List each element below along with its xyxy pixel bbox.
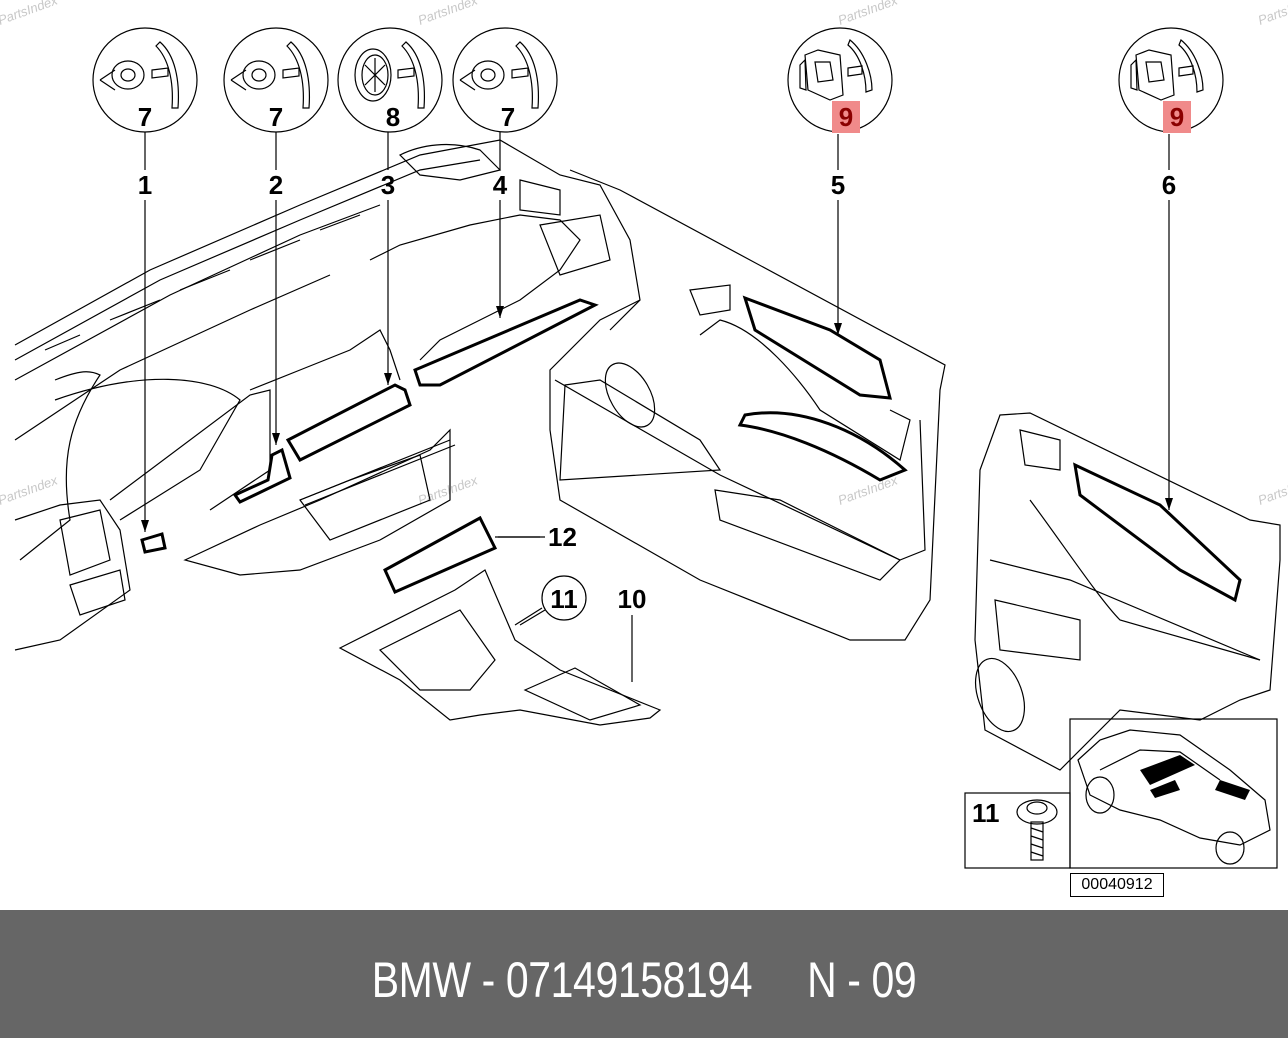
callout-number: 5 xyxy=(831,170,845,200)
dashboard-drawing xyxy=(14,139,641,651)
rear-door-panel-drawing xyxy=(974,412,1281,771)
car-overview-icon xyxy=(1077,729,1271,865)
detail-part-number: 7 xyxy=(501,102,515,132)
reference-number: 00040912 xyxy=(1070,873,1164,897)
detail-part-number: 9 xyxy=(839,102,853,132)
watermark: PartsIndex xyxy=(416,0,480,28)
part-number-caption: BMW - 07149158194 N - 09 xyxy=(371,952,917,1008)
watermark: PartsIndex xyxy=(1256,0,1288,28)
detail-part-number: 9 xyxy=(1170,102,1184,132)
detail-bubble-1[interactable]: 7 1 xyxy=(92,27,198,532)
watermark: PartsIndex xyxy=(0,0,60,28)
callout-number: 1 xyxy=(138,170,152,200)
highlight-marker xyxy=(1163,101,1191,133)
watermark: PartsIndex xyxy=(836,0,900,28)
detail-bubble-2[interactable]: 7 2 xyxy=(223,27,329,445)
clip-nut-icon xyxy=(459,41,540,109)
callout-11[interactable]: 11 xyxy=(514,575,587,626)
callout-number: 11 xyxy=(550,584,578,614)
center-console-drawing xyxy=(338,515,662,726)
detail-bubble-6[interactable]: 9 6 xyxy=(1118,27,1224,510)
watermark: PartsIndex xyxy=(0,472,60,508)
square-clip-icon xyxy=(799,39,873,101)
inset-screw-box: 11 xyxy=(964,792,1071,869)
callout-number: 12 xyxy=(548,522,577,552)
detail-bubble-5[interactable]: 9 5 xyxy=(787,27,893,335)
front-door-panel-drawing xyxy=(549,169,946,641)
callout-number: 3 xyxy=(381,170,395,200)
callout-12[interactable]: 12 xyxy=(498,522,577,552)
screw-icon xyxy=(1016,799,1058,861)
detail-part-number: 7 xyxy=(138,102,152,132)
clip-nut-icon xyxy=(230,41,311,109)
square-clip-icon xyxy=(1130,39,1204,101)
callout-number: 2 xyxy=(269,170,283,200)
round-clip-icon xyxy=(354,41,426,109)
callout-number: 6 xyxy=(1162,170,1176,200)
highlight-marker xyxy=(832,101,860,133)
callout-number: 10 xyxy=(618,584,647,614)
clip-nut-icon xyxy=(99,41,180,109)
watermark: PartsIndex xyxy=(1256,472,1288,508)
parts-diagram: PartsIndex PartsIndex PartsIndex PartsIn… xyxy=(0,0,1288,869)
footer-bar: BMW - 07149158194 N - 09 xyxy=(0,910,1288,1038)
callout-10[interactable]: 10 xyxy=(618,584,647,682)
watermark: PartsIndex xyxy=(836,472,900,508)
detail-bubble-4[interactable]: 7 4 xyxy=(452,27,558,318)
inset-screw-label: 11 xyxy=(972,798,1000,828)
detail-part-number: 8 xyxy=(386,102,400,132)
detail-part-number: 7 xyxy=(269,102,283,132)
callout-number: 4 xyxy=(493,170,508,200)
detail-bubble-3[interactable]: 8 3 xyxy=(337,27,443,385)
inset-car-box xyxy=(1069,718,1278,869)
